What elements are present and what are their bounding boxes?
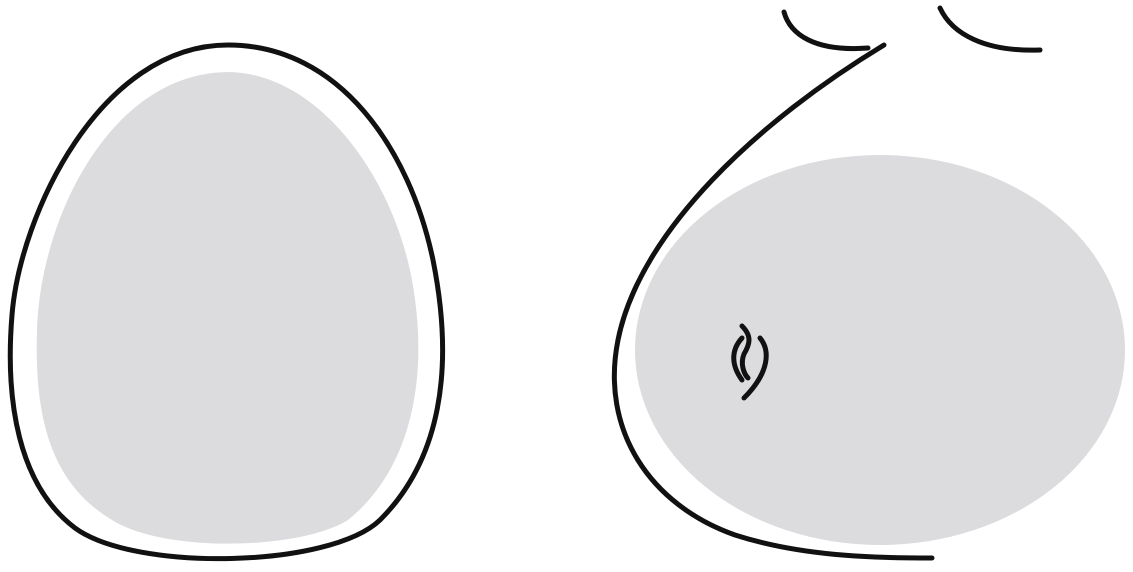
- side-view-fill: [635, 155, 1125, 545]
- side-view-figure: [614, 8, 1125, 558]
- top-left-curve: [784, 12, 868, 49]
- top-right-curve: [940, 8, 1040, 50]
- front-view-fill: [37, 72, 419, 544]
- front-view-figure: [10, 45, 442, 559]
